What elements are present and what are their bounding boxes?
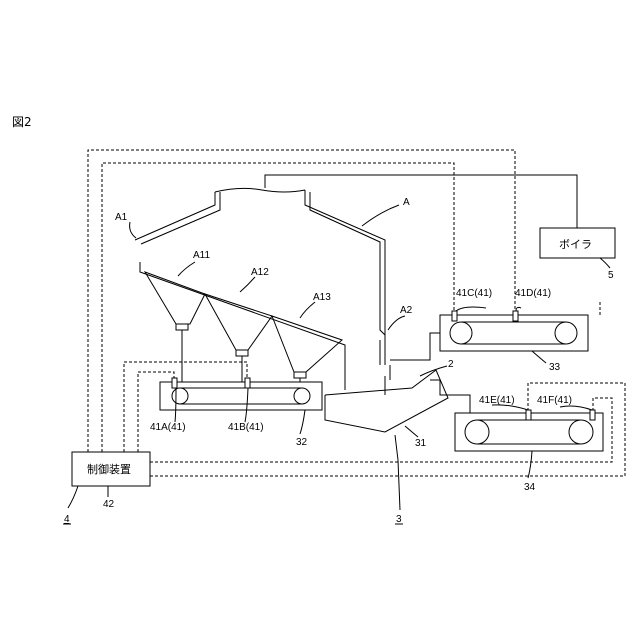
hopper-a13 xyxy=(272,316,342,385)
label-controller: 制御装置 xyxy=(87,462,131,476)
conveyor-32 xyxy=(160,382,322,410)
label-41d: 41D(41) xyxy=(515,288,551,299)
label-3: 3 xyxy=(396,514,402,525)
label-a13: A13 xyxy=(313,292,331,303)
label-a2: A2 xyxy=(400,305,413,316)
hopper-a12 xyxy=(205,294,272,385)
label-a12: A12 xyxy=(251,267,269,278)
label-42: 42 xyxy=(103,499,115,510)
label-32: 32 xyxy=(296,437,308,448)
label-41b: 41B(41) xyxy=(228,422,264,433)
label-a1: A1 xyxy=(115,212,128,223)
label-41f: 41F(41) xyxy=(537,395,572,406)
sensor-41e xyxy=(526,410,531,420)
sensor-41c xyxy=(452,311,457,321)
sensor-41f xyxy=(590,410,595,420)
label-5: 5 xyxy=(608,270,614,281)
hopper-a11 xyxy=(145,272,205,385)
label-34: 34 xyxy=(524,482,536,493)
label-41c: 41C(41) xyxy=(456,288,492,299)
sensor-41b xyxy=(245,378,250,388)
label-41e: 41E(41) xyxy=(479,395,515,406)
label-boiler: ボイラ xyxy=(559,238,592,251)
label-a: A xyxy=(403,197,410,208)
sensor-41d xyxy=(513,311,518,321)
building-outline xyxy=(135,188,385,390)
sensor-41a xyxy=(172,378,177,388)
label-2: 2 xyxy=(448,359,454,370)
label-a11: A11 xyxy=(193,250,210,261)
label-31: 31 xyxy=(415,438,427,449)
figure-title: 図2 xyxy=(12,115,32,129)
label-33: 33 xyxy=(549,362,561,373)
feed-chute-31 xyxy=(325,365,448,432)
label-4: 4 xyxy=(64,514,70,525)
label-41a: 41A(41) xyxy=(150,422,186,433)
